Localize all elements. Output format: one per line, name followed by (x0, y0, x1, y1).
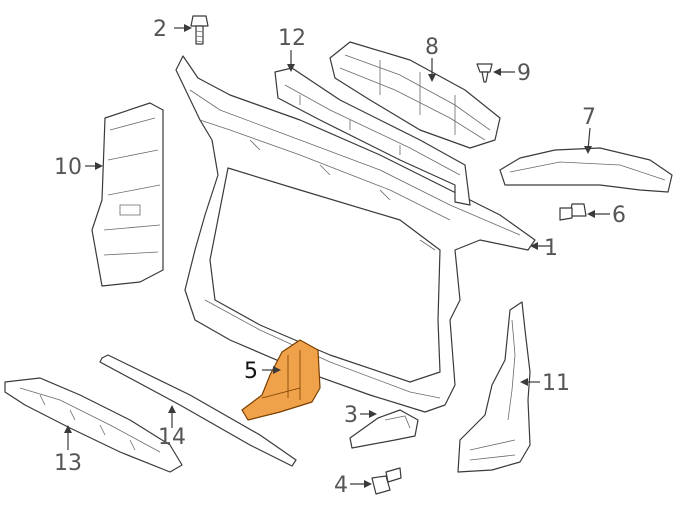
callout-4: 4 (334, 473, 348, 498)
callout-13: 13 (54, 451, 82, 476)
part-14-seal-strip (99, 354, 297, 467)
callout-6: 6 (612, 203, 626, 228)
callout-8: 8 (425, 35, 439, 60)
leader-lines (64, 24, 610, 488)
part-7-right-bracket (499, 147, 673, 193)
part-6-bolt (559, 203, 587, 221)
callout-14: 14 (158, 425, 186, 450)
callout-2: 2 (153, 17, 167, 42)
part-3-clip (349, 409, 419, 449)
part-2-bolt (190, 15, 209, 45)
callout-3: 3 (344, 403, 358, 428)
callout-10: 10 (54, 155, 82, 180)
part-12-upper-panel (274, 67, 471, 206)
callout-1: 1 (544, 236, 558, 261)
part-4-bolt (371, 467, 402, 495)
callout-5: 5 (244, 359, 258, 384)
part-9-push-clip (476, 63, 493, 83)
callout-12: 12 (278, 26, 306, 51)
callout-11: 11 (542, 371, 570, 396)
part-1-radiator-support (175, 55, 536, 413)
callout-7: 7 (582, 105, 596, 130)
part-8-top-cover (329, 41, 501, 149)
part-13-lower-strip (4, 377, 183, 473)
part-10-left-deflector (91, 102, 164, 287)
part-5-highlighted-bracket (241, 339, 321, 421)
part-11-right-deflector (457, 301, 531, 473)
callout-9: 9 (517, 61, 531, 86)
